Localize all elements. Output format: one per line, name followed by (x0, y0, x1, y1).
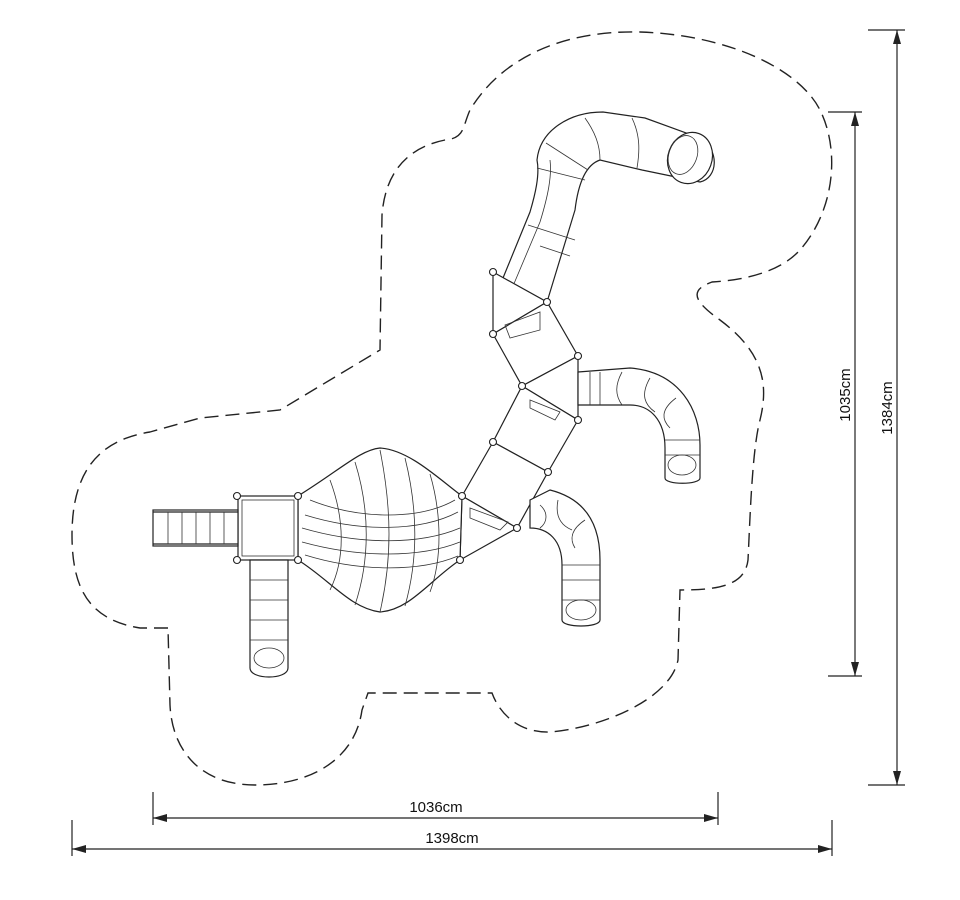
net-bridge (297, 447, 463, 613)
tube-slide-top (502, 111, 715, 303)
inner-height-label: 1035cm (837, 368, 854, 421)
tower-module-upper (459, 270, 579, 562)
outer-width-label: 1398cm (425, 830, 478, 847)
safety-zone-outline (71, 31, 833, 786)
curved-slide-right (577, 367, 701, 484)
dimension-outer-width: 1398cm (71, 820, 833, 856)
curved-slide-middle (529, 489, 601, 627)
access-ladder (152, 509, 239, 547)
dimension-inner-width: 1036cm (152, 792, 719, 825)
dimension-outer-height: 1384cm (868, 29, 905, 786)
straight-slide-left (249, 559, 289, 678)
posts (232, 267, 583, 565)
dimension-inner-height: 1035cm (828, 111, 862, 677)
inner-width-label: 1036cm (409, 799, 462, 816)
left-platform (237, 495, 299, 561)
outer-height-label: 1384cm (879, 381, 896, 434)
